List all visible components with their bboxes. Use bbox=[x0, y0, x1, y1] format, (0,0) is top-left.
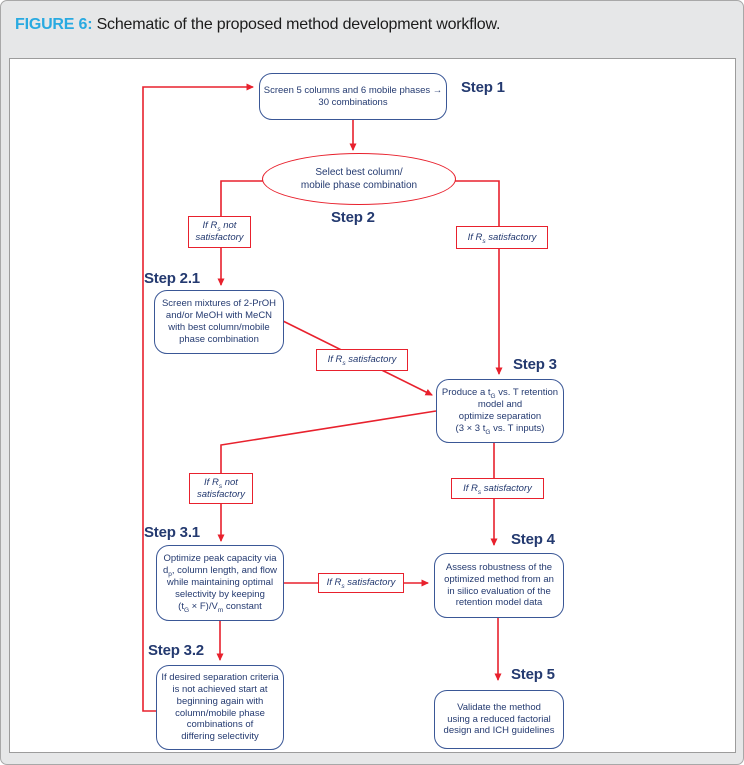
condition-text: If Rs not satisfactory bbox=[195, 220, 244, 243]
step4-label: Step 4 bbox=[511, 531, 555, 548]
step2-text: Select best column/ mobile phase combina… bbox=[300, 167, 418, 191]
step32-label: Step 3.2 bbox=[148, 642, 204, 659]
condition-text: If Rs satisfactory bbox=[463, 482, 532, 496]
step5-box: Validate the method using a reduced fact… bbox=[434, 690, 564, 749]
condition-rs-satisfactory-1: If Rs satisfactory bbox=[456, 226, 548, 249]
condition-rs-satisfactory-4: If Rs satisfactory bbox=[318, 573, 404, 593]
step21-text: Screen mixtures of 2-PrOH and/or MeOH wi… bbox=[161, 298, 277, 345]
step3-text: Produce a tG vs. T retention model and o… bbox=[441, 387, 559, 436]
step31-text: Optimize peak capacity via dp, column le… bbox=[162, 553, 277, 614]
step4-text: Assess robustness of the optimized metho… bbox=[444, 561, 554, 609]
condition-text: If Rs satisfactory bbox=[327, 354, 397, 367]
step3-left-branch-arrow bbox=[217, 410, 437, 542]
step2-label: Step 2 bbox=[331, 209, 375, 226]
step3-label: Step 3 bbox=[513, 356, 557, 373]
step5-label: Step 5 bbox=[511, 666, 555, 683]
step32-text: If desired separation criteria is not ac… bbox=[161, 671, 279, 743]
step1-label: Step 1 bbox=[461, 79, 505, 96]
figure-number: FIGURE 6: bbox=[15, 16, 93, 33]
step2-right-branch-arrow bbox=[455, 180, 503, 375]
step5-text: Validate the method using a reduced fact… bbox=[443, 701, 555, 737]
condition-text: If Rs satisfactory bbox=[326, 577, 396, 590]
figure-caption: Schematic of the proposed method develop… bbox=[92, 16, 501, 33]
step1-box: Screen 5 columns and 6 mobile phases → 3… bbox=[259, 73, 447, 120]
step21-box: Screen mixtures of 2-PrOH and/or MeOH wi… bbox=[154, 290, 284, 354]
step3-box: Produce a tG vs. T retention model and o… bbox=[436, 379, 564, 443]
step32-box: If desired separation criteria is not ac… bbox=[156, 665, 284, 750]
step4-box: Assess robustness of the optimized metho… bbox=[434, 553, 564, 618]
step1-text: Screen 5 columns and 6 mobile phases → 3… bbox=[263, 84, 443, 108]
step2-ellipse: Select best column/ mobile phase combina… bbox=[262, 153, 456, 205]
step2-left-branch-arrow bbox=[217, 180, 263, 286]
condition-rs-satisfactory-3: If Rs satisfactory bbox=[451, 478, 544, 499]
loop-back-to-step1-arrow bbox=[142, 83, 254, 712]
condition-rs-not-satisfactory-1: If Rs not satisfactory bbox=[188, 216, 251, 248]
step31-label: Step 3.1 bbox=[144, 524, 200, 541]
figure-title: FIGURE 6: Schematic of the proposed meth… bbox=[15, 16, 500, 34]
condition-rs-not-satisfactory-2: If Rs not satisfactory bbox=[189, 473, 253, 504]
step21-label: Step 2.1 bbox=[144, 270, 200, 287]
condition-text: If Rs not satisfactory bbox=[196, 476, 246, 500]
condition-rs-satisfactory-2: If Rs satisfactory bbox=[316, 349, 408, 371]
condition-text: If Rs satisfactory bbox=[467, 231, 537, 245]
step31-box: Optimize peak capacity via dp, column le… bbox=[156, 545, 284, 621]
